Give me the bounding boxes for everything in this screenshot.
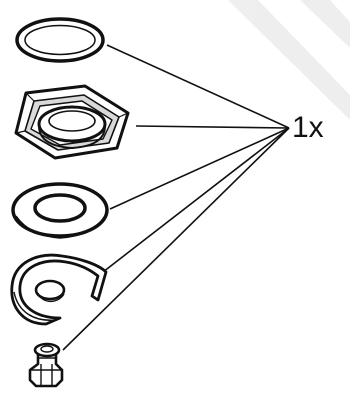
leader-line-spring-clip: [102, 127, 290, 273]
flat-washer-icon: [11, 182, 109, 239]
leader-line-flat-washer: [109, 127, 290, 210]
quantity-label: 1x: [292, 111, 324, 144]
leader-line-hex-flange: [135, 125, 290, 129]
leader-line-hex-nut: [62, 127, 290, 351]
spring-clip-icon: [10, 253, 108, 326]
leader-lines: [62, 44, 290, 351]
o-ring-icon: [15, 17, 105, 63]
watermark: [228, 0, 350, 120]
hex-flange-icon: [14, 84, 130, 160]
hex-nut-icon: [28, 342, 64, 388]
leader-line-o-ring: [106, 44, 290, 129]
